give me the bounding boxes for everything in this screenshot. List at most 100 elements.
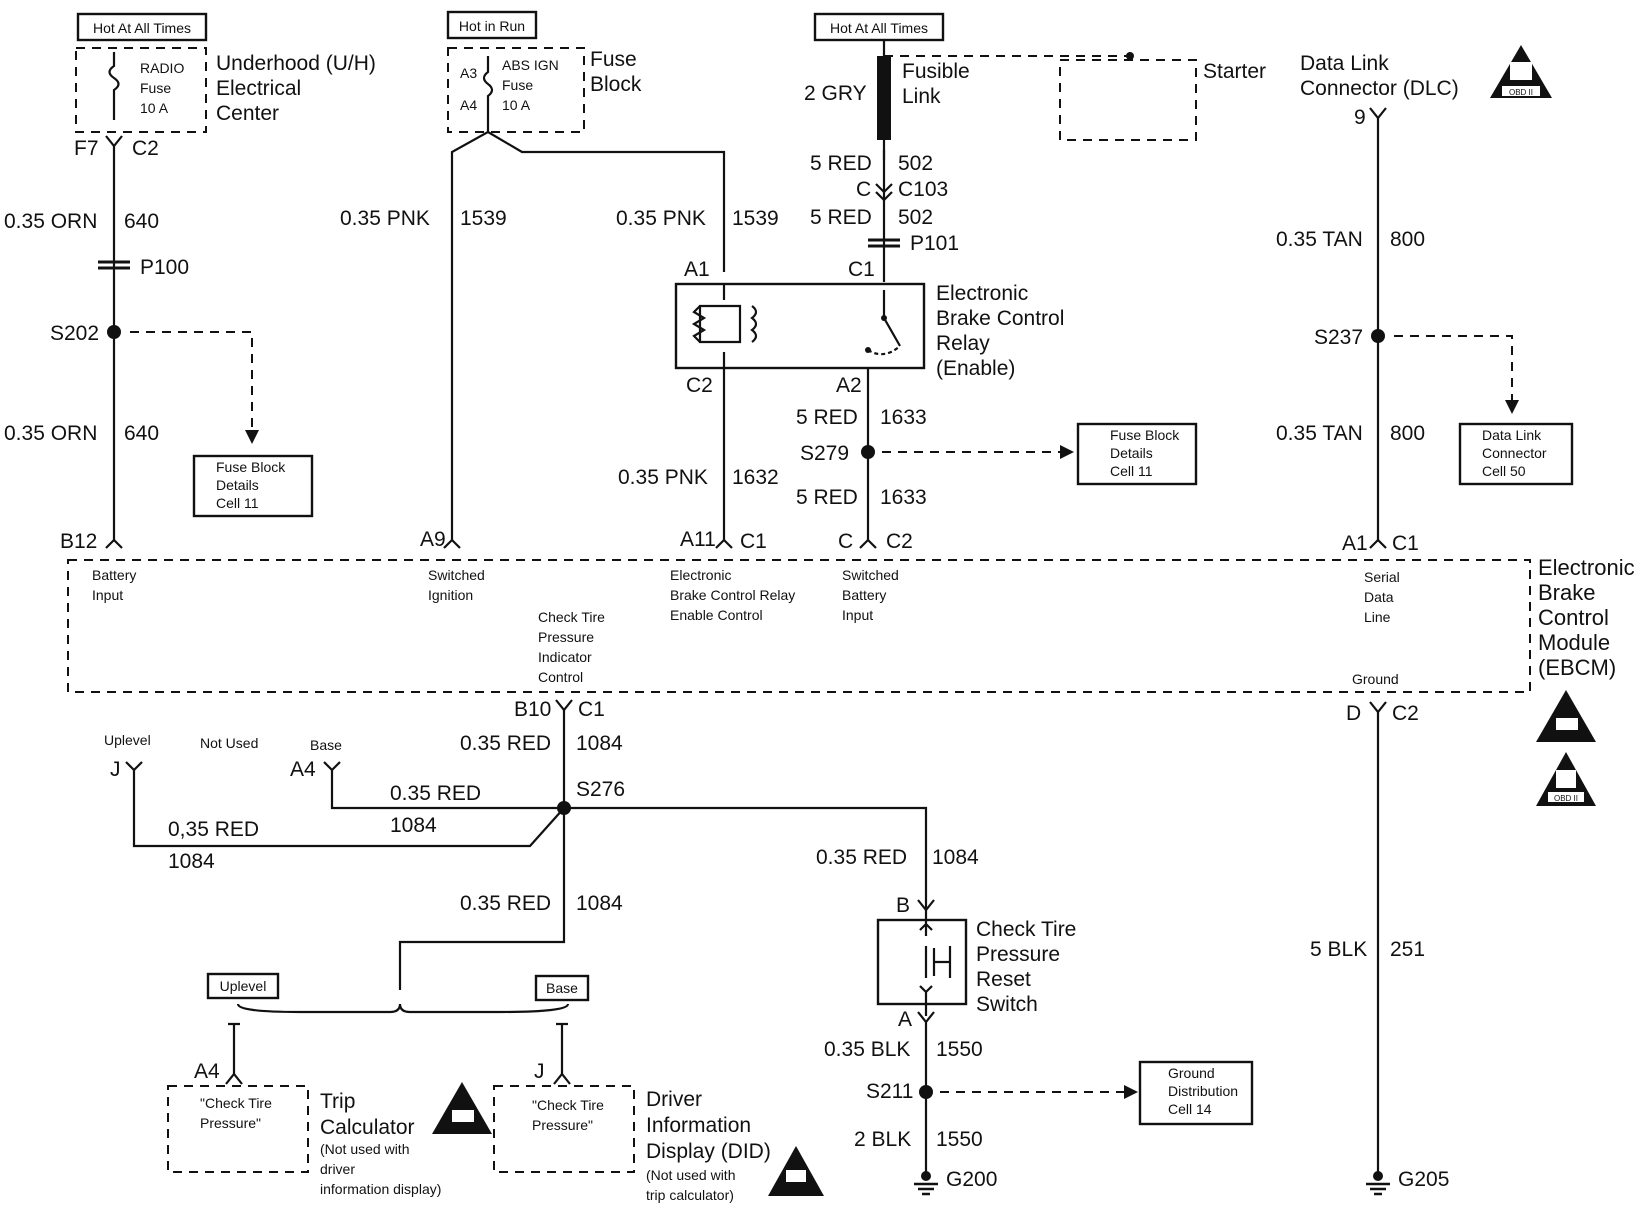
svg-text:C1: C1 bbox=[578, 698, 605, 721]
circuit-800: 0.35 TAN 800 S237 0.35 TAN 800 bbox=[1276, 118, 1519, 540]
circuit-1084: 0.35 RED 1084 S276 Uplevel Not Used Base… bbox=[104, 710, 979, 990]
svg-text:trip calculator): trip calculator) bbox=[646, 1187, 734, 1203]
circuit-1550: 0.35 BLK 1550 S211 2 BLK 1550 G200 bbox=[824, 1022, 1138, 1196]
svg-text:ABS IGN: ABS IGN bbox=[502, 57, 559, 73]
svg-text:Reset: Reset bbox=[976, 968, 1031, 991]
svg-text:Electrical: Electrical bbox=[216, 77, 301, 100]
svg-text:F7: F7 bbox=[74, 137, 99, 160]
header-hot-in-run: Hot in Run bbox=[446, 10, 538, 40]
svg-text:640: 640 bbox=[124, 210, 159, 233]
svg-text:Cell 11: Cell 11 bbox=[216, 495, 259, 511]
svg-text:0.35 RED: 0.35 RED bbox=[460, 892, 551, 915]
svg-text:Block: Block bbox=[590, 73, 642, 96]
svg-text:Connector: Connector bbox=[1482, 445, 1547, 461]
svg-text:0.35 PNK: 0.35 PNK bbox=[618, 466, 708, 489]
svg-text:Cell 14: Cell 14 bbox=[1168, 1101, 1212, 1117]
svg-text:Pressure": Pressure" bbox=[532, 1117, 593, 1133]
svg-text:S202: S202 bbox=[50, 322, 99, 345]
svg-text:OBD II: OBD II bbox=[1509, 88, 1533, 97]
starter-box bbox=[1059, 59, 1197, 141]
svg-text:A4: A4 bbox=[194, 1060, 220, 1083]
underhood-electrical-center: RADIO Fuse 10 A Underhood (U/H) Electric… bbox=[74, 47, 376, 160]
svg-text:Data Link: Data Link bbox=[1300, 52, 1389, 75]
abs-ign-fuse-symbol bbox=[482, 56, 494, 126]
svg-text:A11: A11 bbox=[680, 528, 716, 551]
circuit-1633: 5 RED 1633 S279 5 RED 1633 bbox=[796, 368, 1074, 540]
svg-text:Switched: Switched bbox=[842, 567, 899, 583]
svg-text:B10: B10 bbox=[514, 698, 551, 721]
svg-text:0.35 RED: 0.35 RED bbox=[390, 782, 481, 805]
brake-control-relay: A1 C1 C2 A2 Electronic Brake Control Rel… bbox=[674, 258, 1064, 397]
svg-text:1084: 1084 bbox=[168, 850, 215, 873]
svg-text:Hot in Run: Hot in Run bbox=[459, 18, 525, 34]
svg-text:Brake: Brake bbox=[1538, 580, 1595, 605]
obd-warning-icon-ebcm: OBD II bbox=[1536, 752, 1596, 806]
svg-text:Brake Control: Brake Control bbox=[936, 307, 1064, 330]
svg-text:640: 640 bbox=[124, 422, 159, 445]
driver-information-display: J "Check Tire Pressure" Driver Informati… bbox=[493, 1060, 824, 1203]
svg-text:J: J bbox=[110, 758, 121, 781]
svg-text:Control: Control bbox=[1538, 605, 1609, 630]
ref-fuse-block-cell11-left: Fuse Block Details Cell 11 bbox=[192, 454, 314, 518]
svg-text:Fuse: Fuse bbox=[140, 80, 171, 96]
svg-text:C103: C103 bbox=[898, 178, 948, 201]
svg-text:Brake Control Relay: Brake Control Relay bbox=[670, 587, 795, 603]
option-selector: Uplevel Base bbox=[206, 972, 590, 1074]
svg-text:A2: A2 bbox=[836, 374, 862, 397]
svg-text:Check Tire: Check Tire bbox=[976, 918, 1076, 941]
svg-text:Switched: Switched bbox=[428, 567, 485, 583]
s211-splice bbox=[919, 1085, 933, 1099]
check-tire-pressure-reset-switch: B Check Tire Pressure Reset Switch A bbox=[876, 894, 1076, 1031]
svg-text:2 BLK: 2 BLK bbox=[854, 1128, 911, 1151]
ground-symbol-icon bbox=[914, 1182, 938, 1196]
svg-text:Module: Module bbox=[1538, 630, 1610, 655]
svg-text:G205: G205 bbox=[1398, 1168, 1449, 1191]
svg-text:Calculator: Calculator bbox=[320, 1116, 415, 1139]
svg-text:5 RED: 5 RED bbox=[810, 152, 872, 175]
header-hot-all-times-1: Hot At All Times bbox=[76, 12, 208, 42]
svg-text:5 RED: 5 RED bbox=[796, 486, 858, 509]
svg-text:C: C bbox=[856, 178, 871, 201]
svg-text:C1: C1 bbox=[740, 530, 767, 553]
header-hot-all-times-2: Hot At All Times bbox=[813, 12, 945, 42]
svg-text:Cell 50: Cell 50 bbox=[1482, 463, 1526, 479]
svg-text:Input: Input bbox=[92, 587, 123, 603]
svg-text:A1: A1 bbox=[1342, 532, 1368, 555]
svg-text:1539: 1539 bbox=[460, 207, 507, 230]
fuse-block: A3 A4 ABS IGN Fuse 10 A Fuse Block bbox=[447, 47, 642, 133]
svg-text:S276: S276 bbox=[576, 778, 625, 801]
svg-text:A1: A1 bbox=[684, 258, 710, 281]
svg-text:800: 800 bbox=[1390, 422, 1425, 445]
svg-text:1633: 1633 bbox=[880, 406, 927, 429]
svg-text:Uplevel: Uplevel bbox=[104, 732, 151, 748]
svg-text:9: 9 bbox=[1354, 106, 1366, 129]
svg-text:Ignition: Ignition bbox=[428, 587, 473, 603]
svg-text:Center: Center bbox=[216, 102, 279, 125]
svg-text:Fuse Block: Fuse Block bbox=[1110, 427, 1180, 443]
svg-text:Starter: Starter bbox=[1203, 60, 1266, 83]
svg-text:10 A: 10 A bbox=[140, 100, 169, 116]
svg-text:C1: C1 bbox=[1392, 532, 1419, 555]
circuit-1632: 0.35 PNK 1632 bbox=[618, 368, 779, 540]
svg-text:Hot At All Times: Hot At All Times bbox=[830, 20, 928, 36]
svg-text:Connector (DLC): Connector (DLC) bbox=[1300, 77, 1459, 100]
svg-text:RADIO: RADIO bbox=[140, 60, 184, 76]
svg-text:5 RED: 5 RED bbox=[810, 206, 872, 229]
svg-text:C1: C1 bbox=[848, 258, 875, 281]
svg-text:Control: Control bbox=[538, 669, 583, 685]
svg-text:Pressure: Pressure bbox=[976, 943, 1060, 966]
svg-text:0,35 RED: 0,35 RED bbox=[168, 818, 259, 841]
svg-text:502: 502 bbox=[898, 206, 933, 229]
svg-text:1632: 1632 bbox=[732, 466, 779, 489]
svg-text:(Not used with: (Not used with bbox=[646, 1167, 735, 1183]
svg-text:Hot At All Times: Hot At All Times bbox=[93, 20, 191, 36]
svg-text:0.35 TAN: 0.35 TAN bbox=[1276, 422, 1363, 445]
svg-text:Fuse: Fuse bbox=[502, 77, 533, 93]
svg-text:Details: Details bbox=[1110, 445, 1153, 461]
svg-text:information display): information display) bbox=[320, 1181, 441, 1197]
svg-text:G200: G200 bbox=[946, 1168, 997, 1191]
svg-text:1084: 1084 bbox=[576, 892, 623, 915]
svg-text:502: 502 bbox=[898, 152, 933, 175]
svg-text:A: A bbox=[898, 1008, 912, 1031]
svg-text:Pressure: Pressure bbox=[538, 629, 594, 645]
